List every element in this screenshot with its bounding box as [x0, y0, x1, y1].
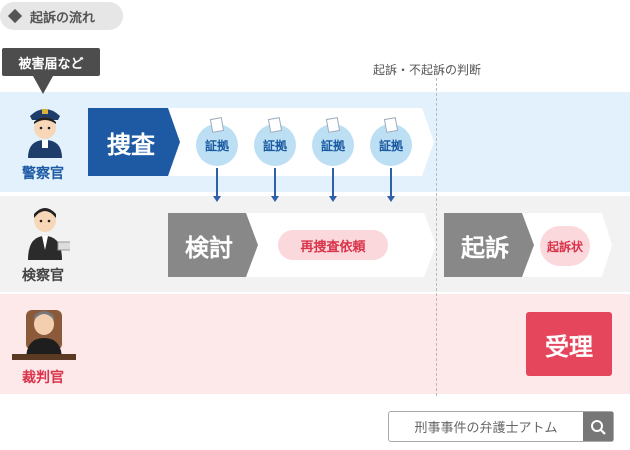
evidence-label: 証拠 [320, 138, 345, 153]
evidence-arrow-line [390, 168, 392, 196]
search-icon [591, 419, 606, 435]
judge-avatar-icon [12, 310, 76, 360]
role-prosecutor: 検察官 [22, 268, 64, 284]
document-icon [325, 117, 341, 133]
evidence-item: 証拠 [312, 117, 354, 166]
document-icon [383, 117, 399, 133]
document-icon [209, 117, 225, 133]
evidence-item: 証拠 [254, 117, 296, 166]
stage-investigation: 捜査 [107, 130, 155, 159]
stage-indictment: 起訴 [461, 233, 509, 262]
document-icon [267, 117, 283, 133]
down-arrow-icon [33, 76, 53, 94]
arrow-down-icon [271, 196, 279, 202]
evidence-arrow-line [274, 168, 276, 196]
diamond-icon [7, 8, 23, 24]
stage-review: 検討 [185, 233, 233, 262]
evidence-arrow-line [216, 168, 218, 196]
arrow-down-icon [329, 196, 337, 202]
evidence-item: 証拠 [196, 117, 238, 166]
reinvestigation-request: 再捜査依頼 [278, 230, 388, 260]
prosecutor-avatar-icon [28, 208, 70, 260]
evidence-label: 証拠 [378, 138, 403, 153]
search-button[interactable] [583, 412, 613, 441]
judgement-divider [436, 78, 437, 396]
indictment-document: 起訴状 [540, 226, 590, 266]
arrow-down-icon [213, 196, 221, 202]
search-text[interactable]: 刑事事件の弁護士アトム [414, 421, 558, 436]
police-avatar-icon [28, 109, 62, 158]
evidence-label: 証拠 [262, 138, 287, 153]
lane-judge [0, 294, 630, 394]
role-police: 警察官 [22, 166, 64, 182]
investigation-band [88, 108, 434, 176]
section-tag-label: 起訴の流れ [30, 10, 96, 26]
trigger-label: 被害届など [2, 48, 100, 76]
judgement-label: 起訴・不起訴の判断 [373, 63, 482, 77]
search-box[interactable]: 刑事事件の弁護士アトム [388, 411, 614, 442]
stage-acceptance: 受理 [526, 312, 612, 376]
indictment-band [444, 213, 612, 277]
role-judge: 裁判官 [22, 370, 64, 386]
evidence-arrow-line [332, 168, 334, 196]
section-tag: 起訴の流れ [0, 2, 123, 30]
arrow-down-icon [387, 196, 395, 202]
evidence-label: 証拠 [204, 138, 229, 153]
evidence-item: 証拠 [370, 117, 412, 166]
indictment-document-label: 起訴状 [546, 239, 583, 254]
